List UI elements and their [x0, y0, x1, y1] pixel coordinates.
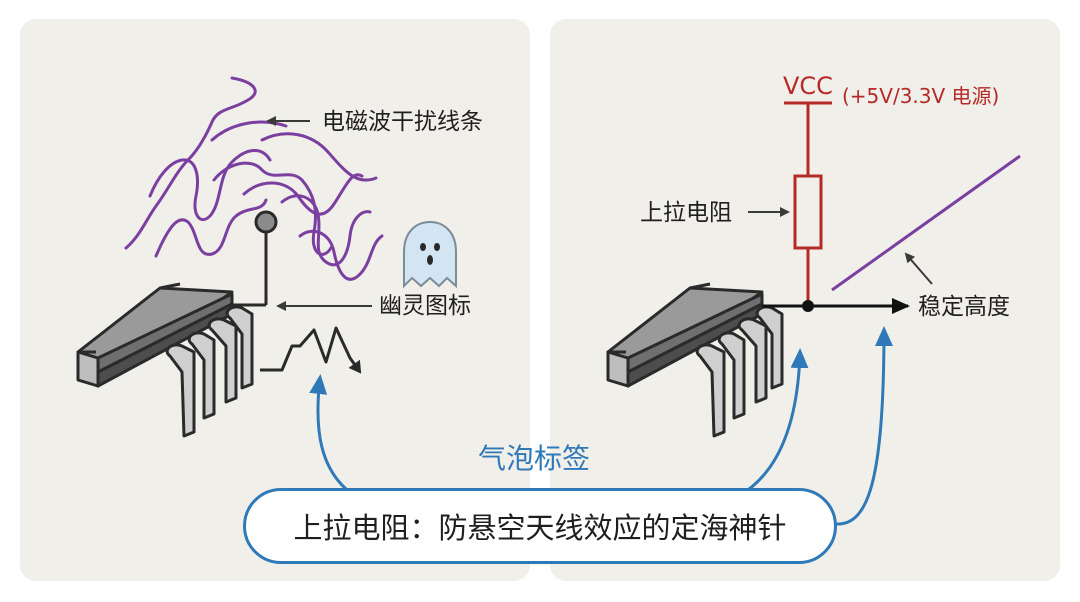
ghost-icon: [403, 220, 457, 289]
pull-up-resistor-label: 上拉电阻: [640, 200, 732, 226]
vcc-rail: [784, 101, 832, 176]
noise-signal-icon: [260, 326, 362, 374]
ic-chip-icon: [76, 282, 254, 438]
left-panel: [20, 19, 530, 581]
caption-bubble: 上拉电阻：防悬空天线效应的定海神针: [243, 488, 837, 564]
junction-dot-icon: [802, 300, 814, 312]
right-panel: [550, 19, 1060, 581]
antenna-icon: [232, 210, 278, 307]
callout-arrows: [309, 326, 893, 526]
stable-pointer-arrow: [904, 252, 933, 285]
ghost-icon-label: 幽灵图标: [379, 293, 471, 319]
vcc-label: VCC: [783, 72, 833, 100]
stable-level-label: 稳定高度: [918, 294, 1010, 320]
resistor-icon: [793, 174, 823, 250]
stable-level-line: [831, 154, 1021, 292]
bubble-tag-label: 气泡标签: [478, 442, 591, 475]
ic-chip-icon: [606, 282, 784, 438]
vcc-voltage-note: (+5V/3.3V 电源): [842, 84, 1000, 108]
emi-wave-lines: [124, 76, 384, 281]
caption-text: 上拉电阻：防悬空天线效应的定海神针: [293, 511, 787, 545]
emi-lines-label: 电磁波干扰线条: [322, 109, 483, 135]
